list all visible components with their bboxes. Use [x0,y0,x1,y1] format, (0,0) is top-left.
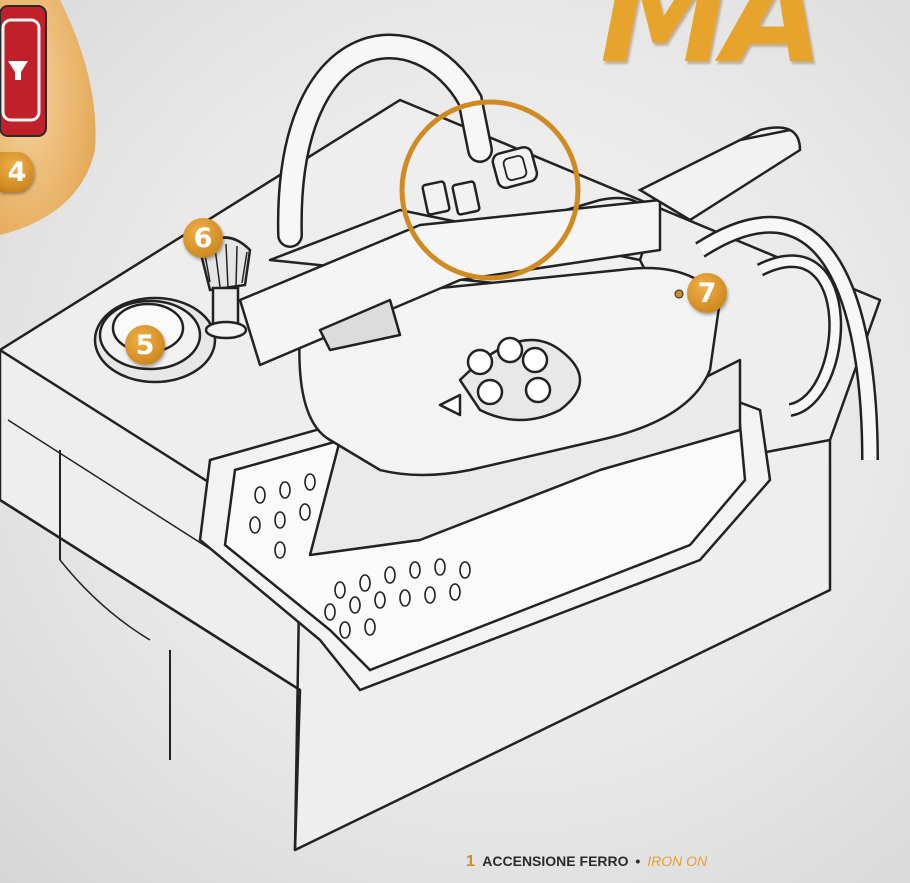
caption-english: IRON ON [647,853,708,869]
indicator-lamp [674,289,684,299]
control-panel-switches [421,145,539,216]
steam-iron [238,196,742,557]
callout-badge-4: 4 [0,152,34,192]
caption-line: 1 ACCENSIONE FERRO • IRON ON [466,853,707,871]
callout-badge-6: 6 [183,218,223,258]
caption-separator: • [635,853,641,869]
side-panel-red-button [0,5,47,137]
caption-italian: ACCENSIONE FERRO [482,853,629,869]
highlight-ring [399,99,581,281]
caption-number: 1 [466,853,475,870]
brand-logo-text: MA [600,0,824,92]
callout-badge-7: 7 [687,273,727,313]
filter-icon [8,61,28,80]
steam-hose [279,36,491,246]
iron-handle [637,126,879,461]
callout-badge-5: 5 [125,325,165,365]
